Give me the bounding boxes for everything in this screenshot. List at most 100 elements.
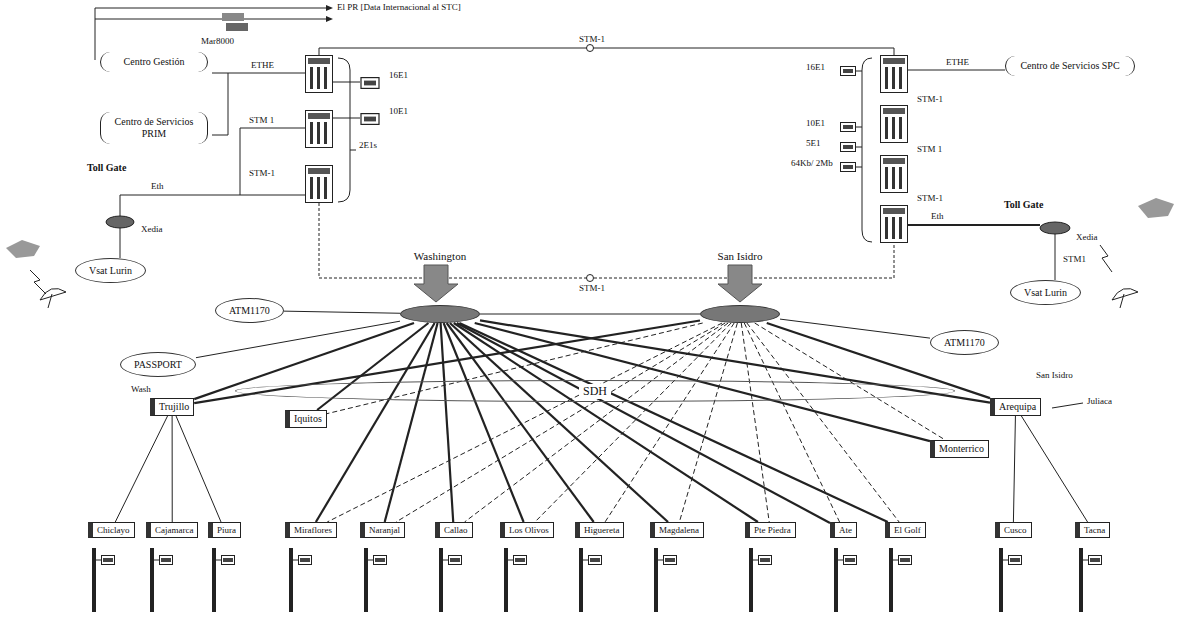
site-node: Callao [435,522,473,538]
site-node: Pte Piedra [745,522,796,538]
node-label: Magdalena [659,525,699,535]
annotation-label: 2E1s [358,140,378,150]
link-line [385,323,438,522]
link-line [284,311,400,313]
annotation-label: Xedia [1075,232,1099,242]
hub-node: San Isidro [700,305,780,323]
link-line [457,323,830,523]
link-line [454,323,758,522]
site-node: Miraflores [285,522,337,538]
site-node: Ate [830,522,857,538]
node-label: ATM1170 [229,305,270,316]
service-center: Centro de Servicios SPC [1005,56,1135,76]
site-node: Cusco [995,522,1032,538]
annotation-label: ETHE [250,60,275,70]
annotation-label: 10E1 [805,118,826,128]
site-node: Piura [208,522,241,538]
node-label: Ate [839,525,852,535]
vsat-cloud: Vsat Lurin [1010,280,1081,305]
annotation-label: STM-1 [578,34,606,44]
annotation-label: Juliaca [1086,396,1113,406]
annotation-label: Toll Gate [1003,199,1044,211]
annotation-label: STM1 [1062,254,1087,264]
node-label: PASSPORT [134,359,182,370]
site-node: Magdalena [650,522,704,538]
annotation-label: Mar8000 [200,36,235,46]
annotation-label: Xedia [140,224,164,234]
link-line [172,416,173,523]
node-label: Monterrico [939,443,984,455]
site-node: El Golf [885,522,926,538]
node-label: Naranjal [369,525,400,535]
link-line [450,323,668,522]
node-label: San Isidro [718,250,763,262]
annotation-label: Toll Gate [86,162,127,174]
link-line [459,323,887,522]
hub-node: Washington [400,305,480,323]
vsat-cloud: Vsat Lurin [75,258,146,283]
node-label: Centro Gestión [109,56,199,68]
site-node: Monterrico [930,440,989,458]
site-node: Cajamarca [146,522,198,538]
annotation-label: STM-1 [578,283,606,293]
node-label: Tacna [1084,525,1105,535]
site-node: Trujillo [150,398,194,416]
network-cloud: ATM1170 [930,330,999,355]
annotation-label: 10E1 [388,106,409,116]
node-label: El Golf [894,525,921,535]
node-label: Higuereta [584,525,619,535]
node-label: ATM1170 [944,337,985,348]
sdh-band: SDH [235,380,955,402]
annotation-label: ETHE [945,57,970,67]
node-label: Arequipa [999,401,1036,413]
service-center: Centro de Servicios PRIM [100,112,208,144]
node-label: Centro de Servicios SPC [1014,60,1126,72]
site-node: Los Olivos [500,522,554,538]
node-label: Iquitos [294,413,322,425]
link-line [316,323,435,522]
annotation-label: 5E1 [805,138,822,148]
site-node: Naranjal [360,522,405,538]
annotation-label: 64Kb/ 2Mb [790,158,834,168]
service-center: Centro Gestión [100,52,208,72]
node-label: SDH [579,384,611,399]
link-line [176,416,221,523]
node-label: Washington [414,250,466,262]
annotation-label: 16E1 [805,62,826,72]
annotation-label: STM 1 [916,144,943,154]
link-line [755,323,946,440]
annotation-label: Eth [150,181,165,191]
node-label: Pte Piedra [754,525,791,535]
link-line [605,323,734,522]
site-node: Chiclayo [88,522,135,538]
site-node: Tacna [1075,522,1110,538]
link-line [317,323,428,410]
site-node: Iquitos [285,410,327,428]
node-label: Callao [444,525,468,535]
link-line [535,323,731,522]
network-cloud: ATM1170 [215,298,284,323]
link-line [1013,416,1015,523]
link-line [747,323,899,522]
annotation-label: Wash [130,384,152,394]
link-line [115,416,168,523]
annotation-label: San Isidro [1035,370,1074,380]
link-line [480,314,700,315]
node-label: Miraflores [294,525,332,535]
link-line [1021,416,1088,523]
node-label: Chiclayo [97,525,130,535]
link-line [741,323,769,522]
annotation-label: 16E1 [388,70,409,80]
site-node: Arequipa [990,398,1041,416]
annotation-label: STM-1 [916,94,944,104]
annotation-label: STM-1 [916,193,944,203]
annotation-label: STM 1 [248,115,275,125]
link-line [441,323,454,522]
node-label: Vsat Lurin [1024,287,1067,298]
node-label: Centro de Servicios PRIM [109,116,199,140]
node-label: Los Olivos [509,525,549,535]
site-node: Higuereta [575,522,624,538]
